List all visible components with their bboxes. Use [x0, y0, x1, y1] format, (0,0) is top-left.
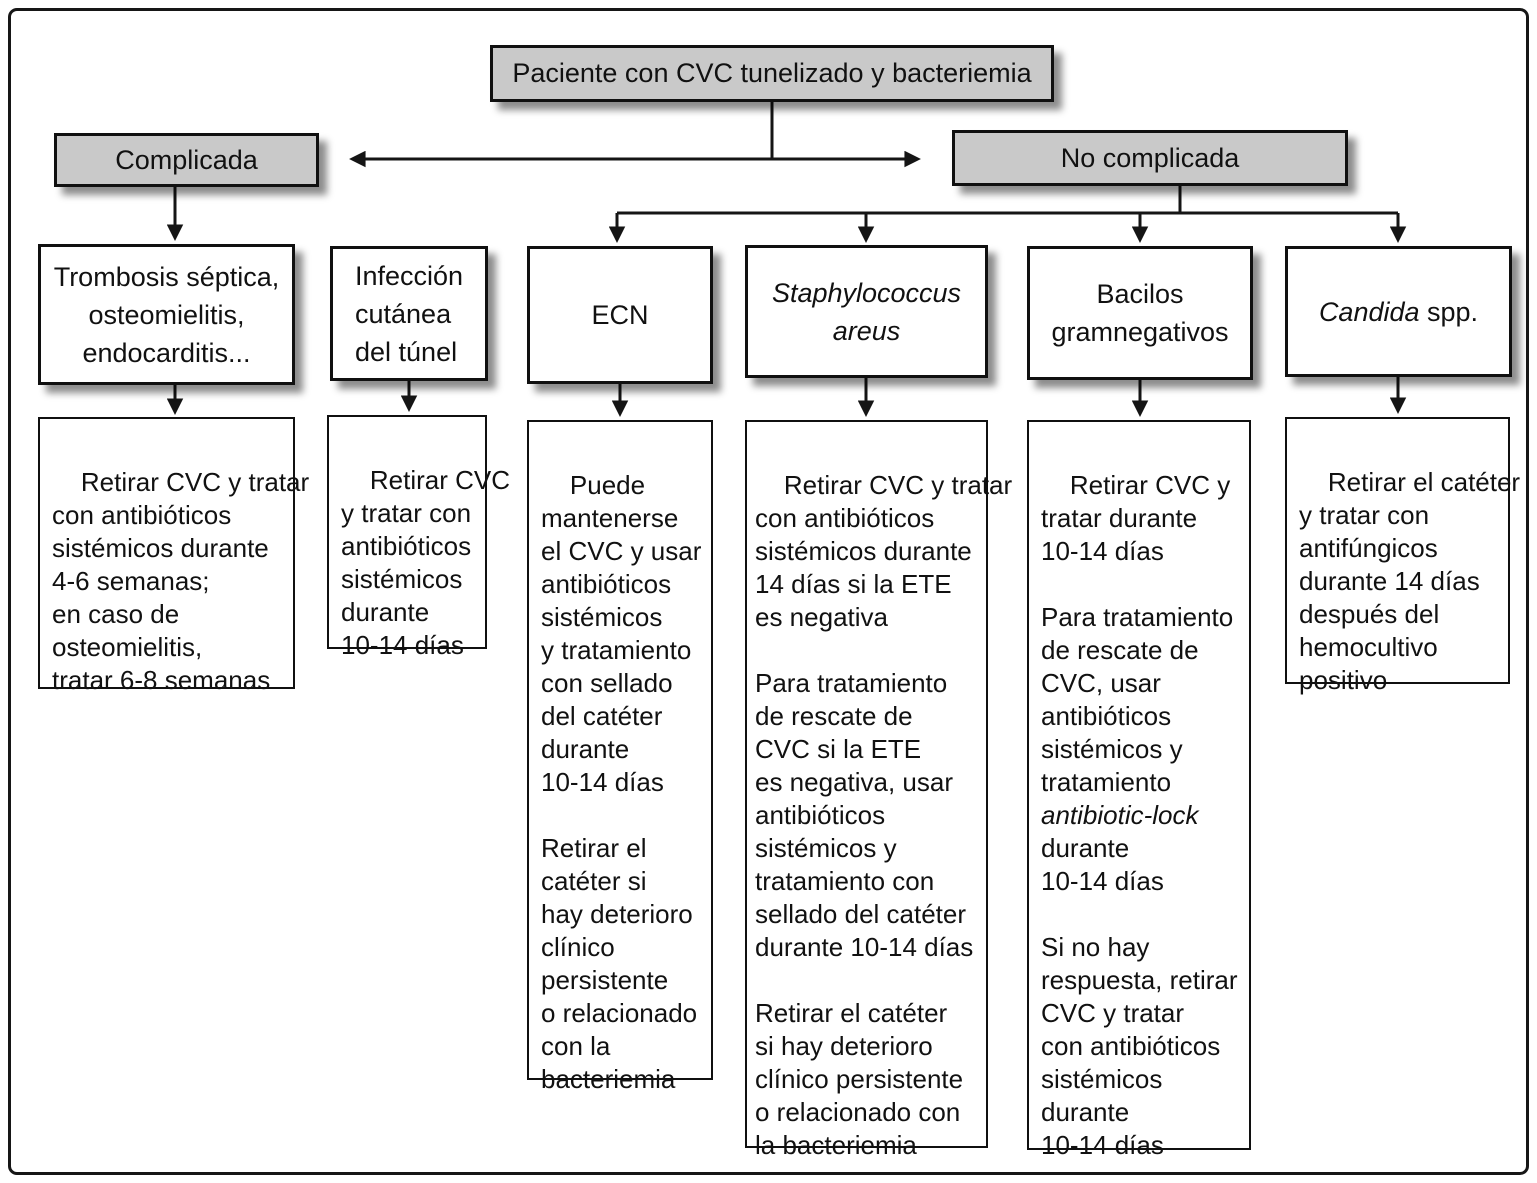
node-trombosis-label: Trombosis séptica, osteomielitis, endoca… [53, 261, 280, 368]
node-infeccion-cutanea-label: Infección cutánea del túnel [355, 260, 464, 367]
node-bacilos-label: Bacilos gramnegativos [1051, 279, 1229, 347]
root-node: Paciente con CVC tunelizado y bacteriemi… [490, 45, 1054, 102]
branch-complicada-label: Complicada [115, 144, 258, 175]
treatment-candida-text: Retirar el catéter y tratar con antifúng… [1299, 467, 1521, 695]
node-candida: Candida spp. [1285, 246, 1512, 377]
node-candida-spp: spp. [1419, 296, 1479, 327]
treatment-ecn: Puede mantenerse el CVC y usar antibióti… [527, 420, 713, 1094]
treatment-candida: Retirar el catéter y tratar con antifúng… [1285, 417, 1520, 695]
node-ecn: ECN [527, 246, 713, 384]
treatment-staphylococcus: Retirar CVC y tratar con antibióticos si… [745, 420, 1012, 1160]
treatment-complicada-text: Retirar CVC y tratar con antibióticos si… [52, 467, 310, 695]
branch-no-complicada-label: No complicada [1060, 142, 1240, 173]
treatment-bacilos-text-2: durante 10-14 días Si no hay respuesta, … [1041, 833, 1238, 1160]
node-candida-genus: Candida [1318, 296, 1420, 327]
treatment-infeccion: Retirar CVC y tratar con antibióticos si… [327, 415, 510, 660]
treatment-infeccion-text: Retirar CVC y tratar con antibióticos si… [341, 465, 511, 660]
treatment-bacilos-antibiotic-lock: antibiotic-lock [1041, 800, 1199, 830]
treatment-ecn-text: Puede mantenerse el CVC y usar antibióti… [541, 470, 702, 1094]
node-trombosis: Trombosis séptica, osteomielitis, endoca… [38, 244, 295, 385]
node-staphylococcus: Staphylococcus areus [745, 245, 988, 378]
treatment-staphylococcus-text: Retirar CVC y tratar con antibióticos si… [755, 470, 1013, 1160]
treatment-bacilos: Retirar CVC y tratar durante 10-14 días … [1027, 420, 1251, 1160]
node-staphylococcus-label: Staphylococcus areus [771, 277, 962, 346]
branch-complicada: Complicada [54, 133, 319, 187]
treatment-bacilos-text-1: Retirar CVC y tratar durante 10-14 días … [1041, 470, 1234, 797]
branch-no-complicada: No complicada [952, 130, 1348, 186]
node-infeccion-cutanea: Infección cutánea del túnel [330, 246, 488, 381]
node-bacilos: Bacilos gramnegativos [1027, 246, 1253, 380]
node-candida-label: Candida spp. [1319, 293, 1478, 331]
treatment-complicada: Retirar CVC y tratar con antibióticos si… [38, 417, 309, 695]
root-node-label: Paciente con CVC tunelizado y bacteriemi… [512, 58, 1032, 88]
node-ecn-label: ECN [591, 300, 649, 330]
